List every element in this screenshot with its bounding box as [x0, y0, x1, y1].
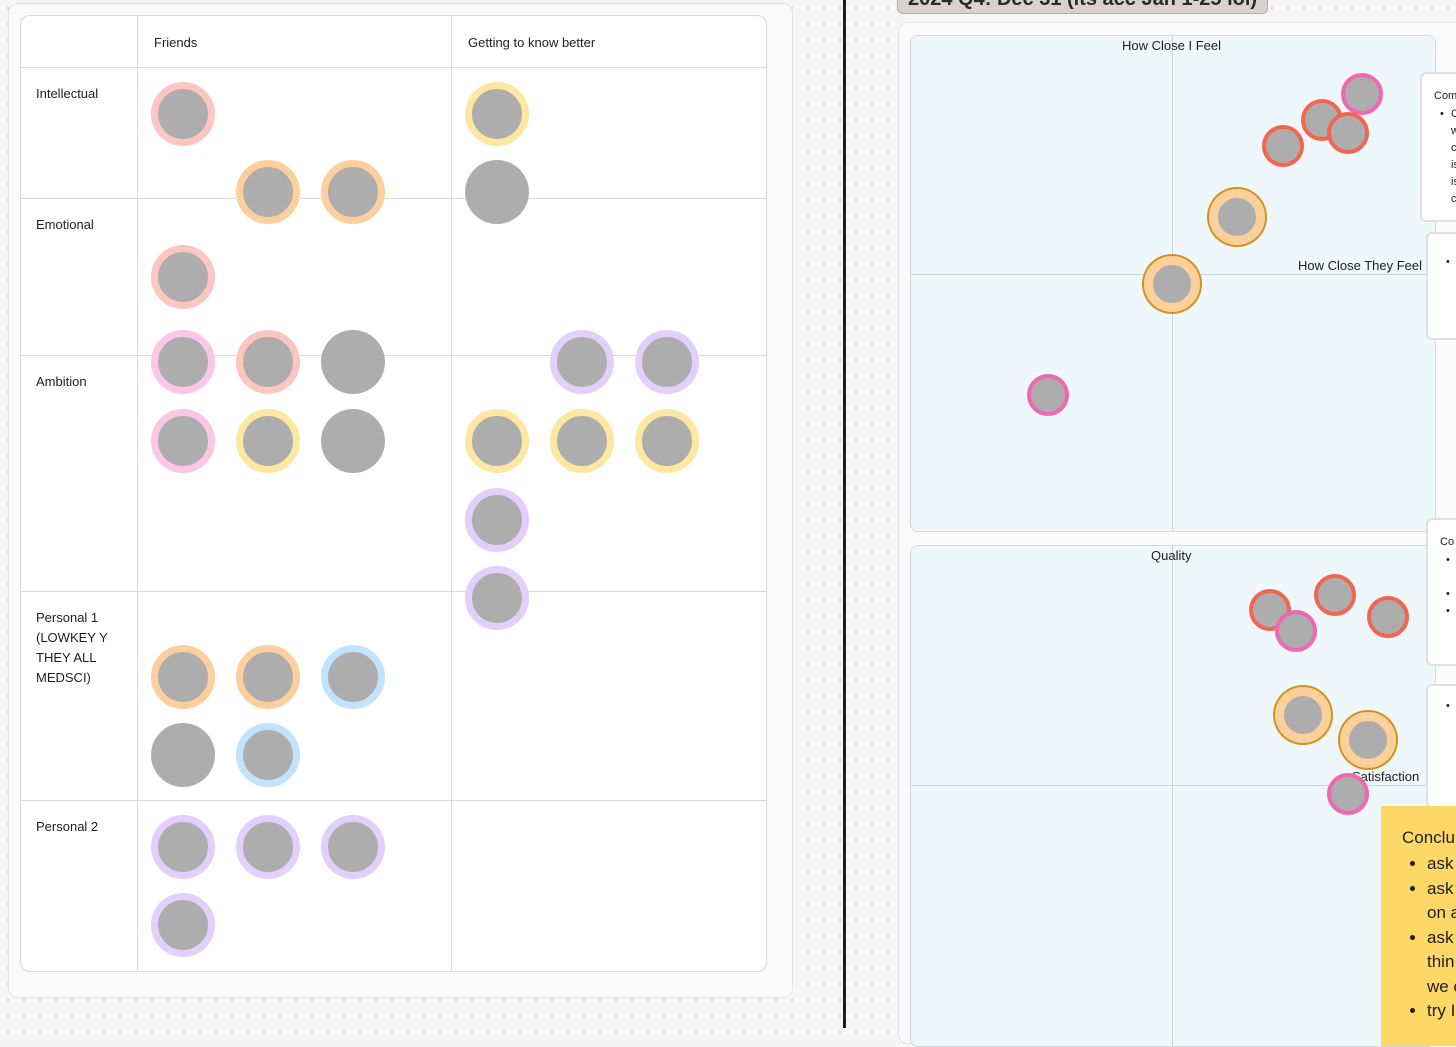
- column-header-friends: Friends: [154, 35, 198, 50]
- avatar[interactable]: [236, 330, 300, 394]
- person-dot[interactable]: [1341, 73, 1383, 115]
- avatar[interactable]: [151, 723, 215, 787]
- row-label-emotional: Emotional: [36, 217, 94, 232]
- avatar[interactable]: [151, 330, 215, 394]
- relationship-table: Friends Getting to know better Intellect…: [20, 15, 767, 972]
- note-line: is: [1451, 159, 1456, 171]
- row-label-personal-2: Personal 2: [36, 819, 99, 834]
- avatar[interactable]: [321, 409, 385, 473]
- col-divider: [137, 16, 138, 971]
- bullet: •: [1446, 256, 1450, 268]
- row-divider: [21, 198, 766, 199]
- person-dot[interactable]: [1262, 125, 1304, 167]
- person-dot[interactable]: [1209, 189, 1265, 245]
- conclusion-item: ask: [1427, 877, 1456, 902]
- avatar[interactable]: [321, 160, 385, 224]
- col-divider: [451, 16, 452, 971]
- avatar[interactable]: [151, 82, 215, 146]
- conclusion-sticky[interactable]: Conclu ask ask on a ask thin we c try I: [1381, 806, 1456, 1046]
- conclusion-item-cont: on a: [1427, 903, 1456, 922]
- row-divider: [21, 591, 766, 592]
- axis-label-how-close-they-feel: How Close They Feel: [1298, 258, 1423, 273]
- comment-note[interactable]: Com •C w c is is c: [1420, 72, 1456, 222]
- avatar[interactable]: [151, 645, 215, 709]
- person-dot[interactable]: [1275, 687, 1331, 743]
- avatar[interactable]: [236, 645, 300, 709]
- conclusion-item: try I: [1427, 999, 1456, 1024]
- conclusion-item: ask: [1427, 926, 1456, 951]
- header-divider: [21, 67, 766, 68]
- comment-note[interactable]: •: [1426, 684, 1456, 808]
- comment-note[interactable]: •: [1426, 232, 1456, 340]
- row-label-personal-1: Personal 1 (LOWKEY Y THEY ALL MEDSCI): [36, 610, 108, 685]
- avatar[interactable]: [151, 815, 215, 879]
- note-line: w: [1424, 125, 1456, 142]
- person-dot[interactable]: [1327, 112, 1369, 154]
- avatar[interactable]: [465, 566, 529, 630]
- avatar[interactable]: [550, 330, 614, 394]
- avatar[interactable]: [465, 488, 529, 552]
- conclusion-list: ask ask on a ask thin we c try I: [1381, 852, 1456, 1024]
- person-dot[interactable]: [1327, 773, 1369, 815]
- avatar[interactable]: [236, 815, 300, 879]
- canvas-divider: [843, 0, 846, 1028]
- row-label-intellectual: Intellectual: [36, 86, 99, 101]
- conclusion-item: ask: [1427, 852, 1456, 877]
- row-label-ambition: Ambition: [36, 374, 87, 389]
- avatar[interactable]: [550, 409, 614, 473]
- comment-note[interactable]: Co • • •: [1426, 518, 1456, 666]
- avatar[interactable]: [236, 409, 300, 473]
- avatar[interactable]: [321, 645, 385, 709]
- note-header: Com: [1434, 90, 1456, 102]
- avatar[interactable]: [151, 409, 215, 473]
- axis-label-satisfaction: Satisfaction: [1352, 769, 1420, 784]
- bullet: •: [1446, 700, 1450, 712]
- note-line: is: [1451, 176, 1456, 188]
- axis-label-how-close-i-feel: How Close I Feel: [1122, 38, 1221, 53]
- y-axis: [1172, 546, 1173, 1046]
- person-dot[interactable]: [1340, 712, 1396, 768]
- person-dot[interactable]: [1027, 374, 1069, 416]
- frame-title[interactable]: 2024 Q4: Dec 31 (its acc Jan 1-25 lol): [897, 0, 1269, 14]
- note-line: c: [1451, 193, 1456, 205]
- bullet: •: [1446, 554, 1450, 566]
- avatar[interactable]: [236, 160, 300, 224]
- conclusion-item-cont: we c: [1427, 976, 1456, 996]
- note-line: •C: [1440, 108, 1456, 120]
- column-header-getting-to-know: Getting to know better: [468, 35, 596, 50]
- avatar[interactable]: [321, 330, 385, 394]
- avatar[interactable]: [465, 160, 529, 224]
- bullet: •: [1446, 588, 1450, 600]
- avatar[interactable]: [635, 409, 699, 473]
- avatar[interactable]: [151, 245, 215, 309]
- bullet: •: [1446, 605, 1450, 617]
- note-line: c: [1451, 142, 1456, 154]
- conclusion-item-cont: thin: [1427, 952, 1455, 971]
- avatar[interactable]: [465, 82, 529, 146]
- conclusion-title: Conclu: [1402, 828, 1455, 847]
- x-axis: [911, 785, 1435, 786]
- row-divider: [21, 355, 766, 356]
- person-dot[interactable]: [1144, 256, 1200, 312]
- row-divider: [21, 800, 766, 801]
- avatar[interactable]: [635, 330, 699, 394]
- person-dot[interactable]: [1367, 596, 1409, 638]
- axis-label-quality: Quality: [1151, 548, 1192, 563]
- avatar[interactable]: [151, 893, 215, 957]
- note-header: Co: [1440, 536, 1455, 548]
- avatar[interactable]: [236, 723, 300, 787]
- person-dot[interactable]: [1314, 574, 1356, 616]
- avatar[interactable]: [465, 409, 529, 473]
- avatar[interactable]: [321, 815, 385, 879]
- person-dot[interactable]: [1275, 610, 1317, 652]
